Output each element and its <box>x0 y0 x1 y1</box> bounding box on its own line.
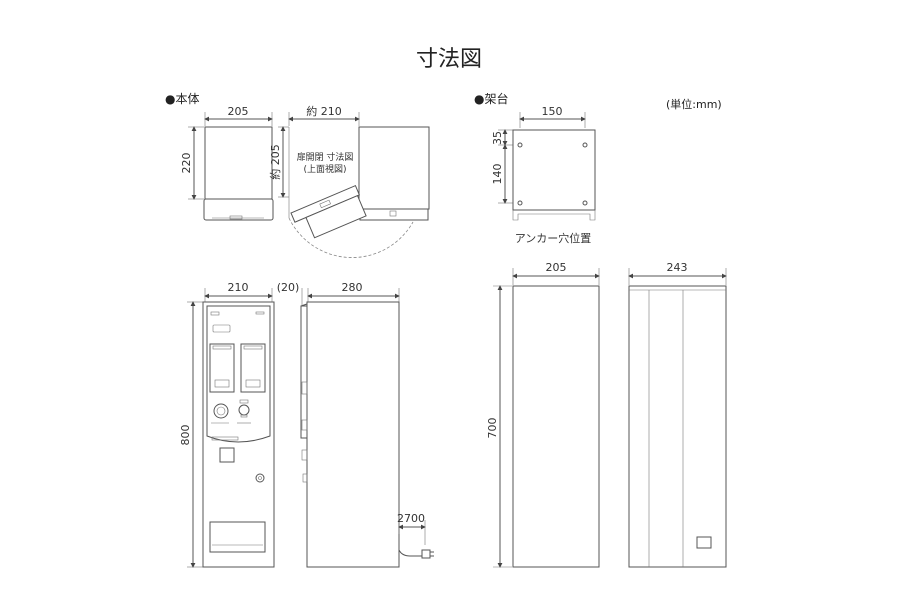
door-opening-view: 約 210 約 205 扉開閉 寸法図 (上面視図) <box>268 104 430 258</box>
side-body-outline <box>306 301 400 568</box>
rotary-knob <box>213 403 229 419</box>
stand-side-vent <box>696 536 712 549</box>
door-view-label-line1: 扉開閉 寸法図 <box>297 151 354 163</box>
stand-front-width-label: 205 <box>546 261 567 274</box>
top-view-height-label: 220 <box>180 153 193 174</box>
door-depth-label: 約 205 <box>268 144 282 180</box>
anchor-hole-pitch-label: 140 <box>491 164 504 185</box>
return-button <box>238 404 250 416</box>
main-body-side-view: (20) 280 2700 <box>277 281 434 568</box>
front-width-label: 210 <box>228 281 249 294</box>
door-view-label-line2: (上面視図) <box>303 163 346 175</box>
anchor-hole-1 <box>517 142 523 148</box>
anchor-hole-4 <box>582 200 588 206</box>
cord-length-label: 2700 <box>397 512 425 525</box>
section-stand: ●架台 <box>474 91 508 106</box>
anchor-hole-3 <box>517 200 523 206</box>
main-body-front-view: 210 800 <box>179 281 275 568</box>
prize-outlet <box>209 521 266 553</box>
front-height-label: 800 <box>179 425 192 446</box>
top-view-front-panel <box>203 198 274 221</box>
stand-base-outline <box>512 129 596 211</box>
side-depth-label: 280 <box>342 281 363 294</box>
power-cord <box>398 549 422 557</box>
door-width-label: 約 210 <box>306 104 342 118</box>
dispense-window <box>219 447 235 463</box>
stand-side-outline <box>628 285 727 568</box>
power-plug <box>421 549 431 559</box>
coin-slot-right <box>240 343 266 393</box>
stand-front-view: 205 700 <box>486 261 600 568</box>
stand-side-width-label: 243 <box>667 261 688 274</box>
door-view-cabinet <box>358 126 430 210</box>
stand-front-outline <box>512 285 600 568</box>
page-title: 寸法図 <box>416 47 482 72</box>
top-view-width-label: 205 <box>228 105 249 118</box>
anchor-top-offset-label: 35 <box>491 131 504 145</box>
stand-side-view: 243 <box>628 261 727 568</box>
stand-anchor-view: 150 35 140 アンカー穴位置 <box>491 105 596 245</box>
key-lock <box>255 473 265 483</box>
side-offset-label: (20) <box>277 281 300 294</box>
top-view-body-outline <box>204 126 273 200</box>
main-body-top-view: 205 220 <box>180 105 274 221</box>
section-main-body: ●本体 <box>165 92 199 106</box>
unit-note: (単位:mm) <box>666 97 722 111</box>
anchor-hole-2 <box>582 142 588 148</box>
stand-height-label: 700 <box>486 418 499 439</box>
coin-slot-left <box>209 343 235 393</box>
anchor-width-label: 150 <box>542 105 563 118</box>
anchor-caption: アンカー穴位置 <box>515 231 592 245</box>
door-swing-arc <box>288 217 414 258</box>
